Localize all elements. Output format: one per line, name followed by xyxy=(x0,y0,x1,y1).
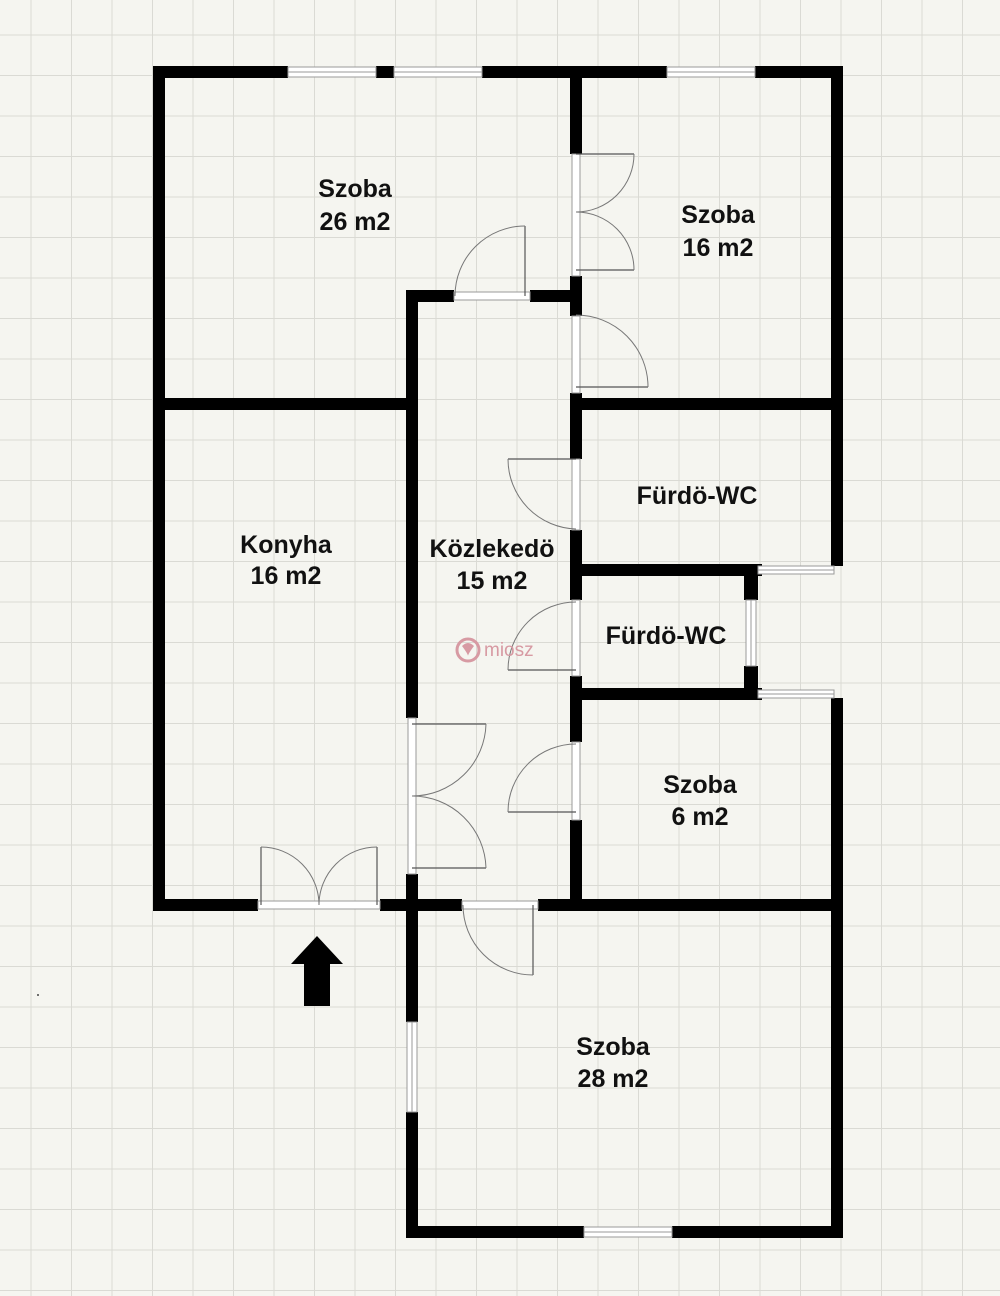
room-name: Közlekedö xyxy=(429,535,554,563)
wall-divider-1 xyxy=(570,66,582,154)
wall-kitchen-bottom-left xyxy=(153,899,258,911)
wall-wc2-right-bottom xyxy=(744,666,758,700)
wall-corridor-top-right xyxy=(530,290,582,302)
room-name: Szoba xyxy=(681,201,756,229)
room-area: 15 m2 xyxy=(457,567,528,595)
window-icon xyxy=(745,599,757,667)
room-name: Fürdö-WC xyxy=(637,482,758,510)
threshold xyxy=(571,599,581,677)
door-icon xyxy=(507,743,577,813)
room-konyha: Konyha 16 m2 xyxy=(240,531,333,590)
door-icon xyxy=(260,846,378,906)
room-furdo-wc-1: Fürdö-WC xyxy=(637,482,758,510)
wall-room16-bottom xyxy=(570,398,843,410)
door-icon xyxy=(454,225,526,297)
room-szoba-26: Szoba 26 m2 xyxy=(318,175,393,236)
window-icon xyxy=(406,1021,418,1113)
room-name: Fürdö-WC xyxy=(606,622,727,650)
wall-divider-5 xyxy=(570,676,582,742)
door-icon xyxy=(411,723,487,869)
window-icon xyxy=(393,66,483,78)
wall-room28-bottom-right xyxy=(672,1226,843,1238)
wall-left xyxy=(153,66,165,911)
wall-wc2-right-top xyxy=(744,564,758,600)
dot-mark xyxy=(37,994,39,996)
door-icon xyxy=(462,904,534,976)
window-icon xyxy=(757,689,835,699)
wall-top-right xyxy=(755,66,843,78)
wall-room26-bottom xyxy=(153,398,418,410)
watermark-text: miosz xyxy=(484,640,534,661)
room-szoba-6: Szoba 6 m2 xyxy=(663,771,738,831)
wall-wc2-bottom xyxy=(570,688,762,700)
door-icon xyxy=(507,458,577,530)
wall-top-mid xyxy=(376,66,394,78)
threshold xyxy=(453,291,531,301)
watermark: miosz xyxy=(455,637,534,663)
room-labels: Szoba 26 m2 Szoba 16 m2 Fürdö-WC Konyha … xyxy=(240,175,757,1093)
room-name: Szoba xyxy=(576,1033,651,1061)
wall-corridor-top-left xyxy=(406,290,454,302)
threshold xyxy=(571,458,581,531)
wall-top-left xyxy=(153,66,288,78)
room-area: 28 m2 xyxy=(578,1065,649,1093)
room-name: Konyha xyxy=(240,531,333,559)
door-icon xyxy=(575,153,635,271)
entrance-arrow-icon xyxy=(291,936,343,1006)
wall-kitchen-bottom-right xyxy=(380,899,462,911)
wall-wc2-top xyxy=(570,564,762,576)
room-name: Szoba xyxy=(663,771,738,799)
window-icon xyxy=(287,66,377,78)
room-furdo-wc-2: Fürdö-WC xyxy=(606,622,727,650)
room-szoba-16: Szoba 16 m2 xyxy=(681,201,756,262)
room-area: 26 m2 xyxy=(320,208,391,236)
threshold xyxy=(571,315,581,394)
wall-room28-left-upper xyxy=(406,874,418,1022)
room-area: 16 m2 xyxy=(251,562,322,590)
watermark-logo-icon xyxy=(455,637,481,663)
threshold xyxy=(461,900,539,910)
threshold xyxy=(571,153,581,277)
door-icon xyxy=(575,314,649,388)
wall-right-upper xyxy=(831,66,843,566)
door-icon xyxy=(507,601,577,671)
window-icon xyxy=(583,1226,673,1238)
window-icon xyxy=(666,66,756,78)
window-icon xyxy=(757,565,835,575)
threshold xyxy=(571,741,581,821)
room-name: Szoba xyxy=(318,175,393,203)
doors xyxy=(260,153,649,976)
wall-corridor-left-upper xyxy=(406,290,418,718)
room-kozlekedo: Közlekedö 15 m2 xyxy=(429,535,554,595)
room-area: 6 m2 xyxy=(672,803,729,831)
walls xyxy=(153,66,843,1238)
wall-room28-bottom-left xyxy=(406,1226,584,1238)
wall-divider-6 xyxy=(570,820,582,911)
wall-room28-left-lower xyxy=(406,1112,418,1238)
room-area: 16 m2 xyxy=(683,234,754,262)
wall-right-lower xyxy=(831,698,843,1238)
wall-mid-bottom xyxy=(538,899,843,911)
wall-divider-2 xyxy=(570,276,582,316)
room-szoba-28: Szoba 28 m2 xyxy=(576,1033,651,1093)
